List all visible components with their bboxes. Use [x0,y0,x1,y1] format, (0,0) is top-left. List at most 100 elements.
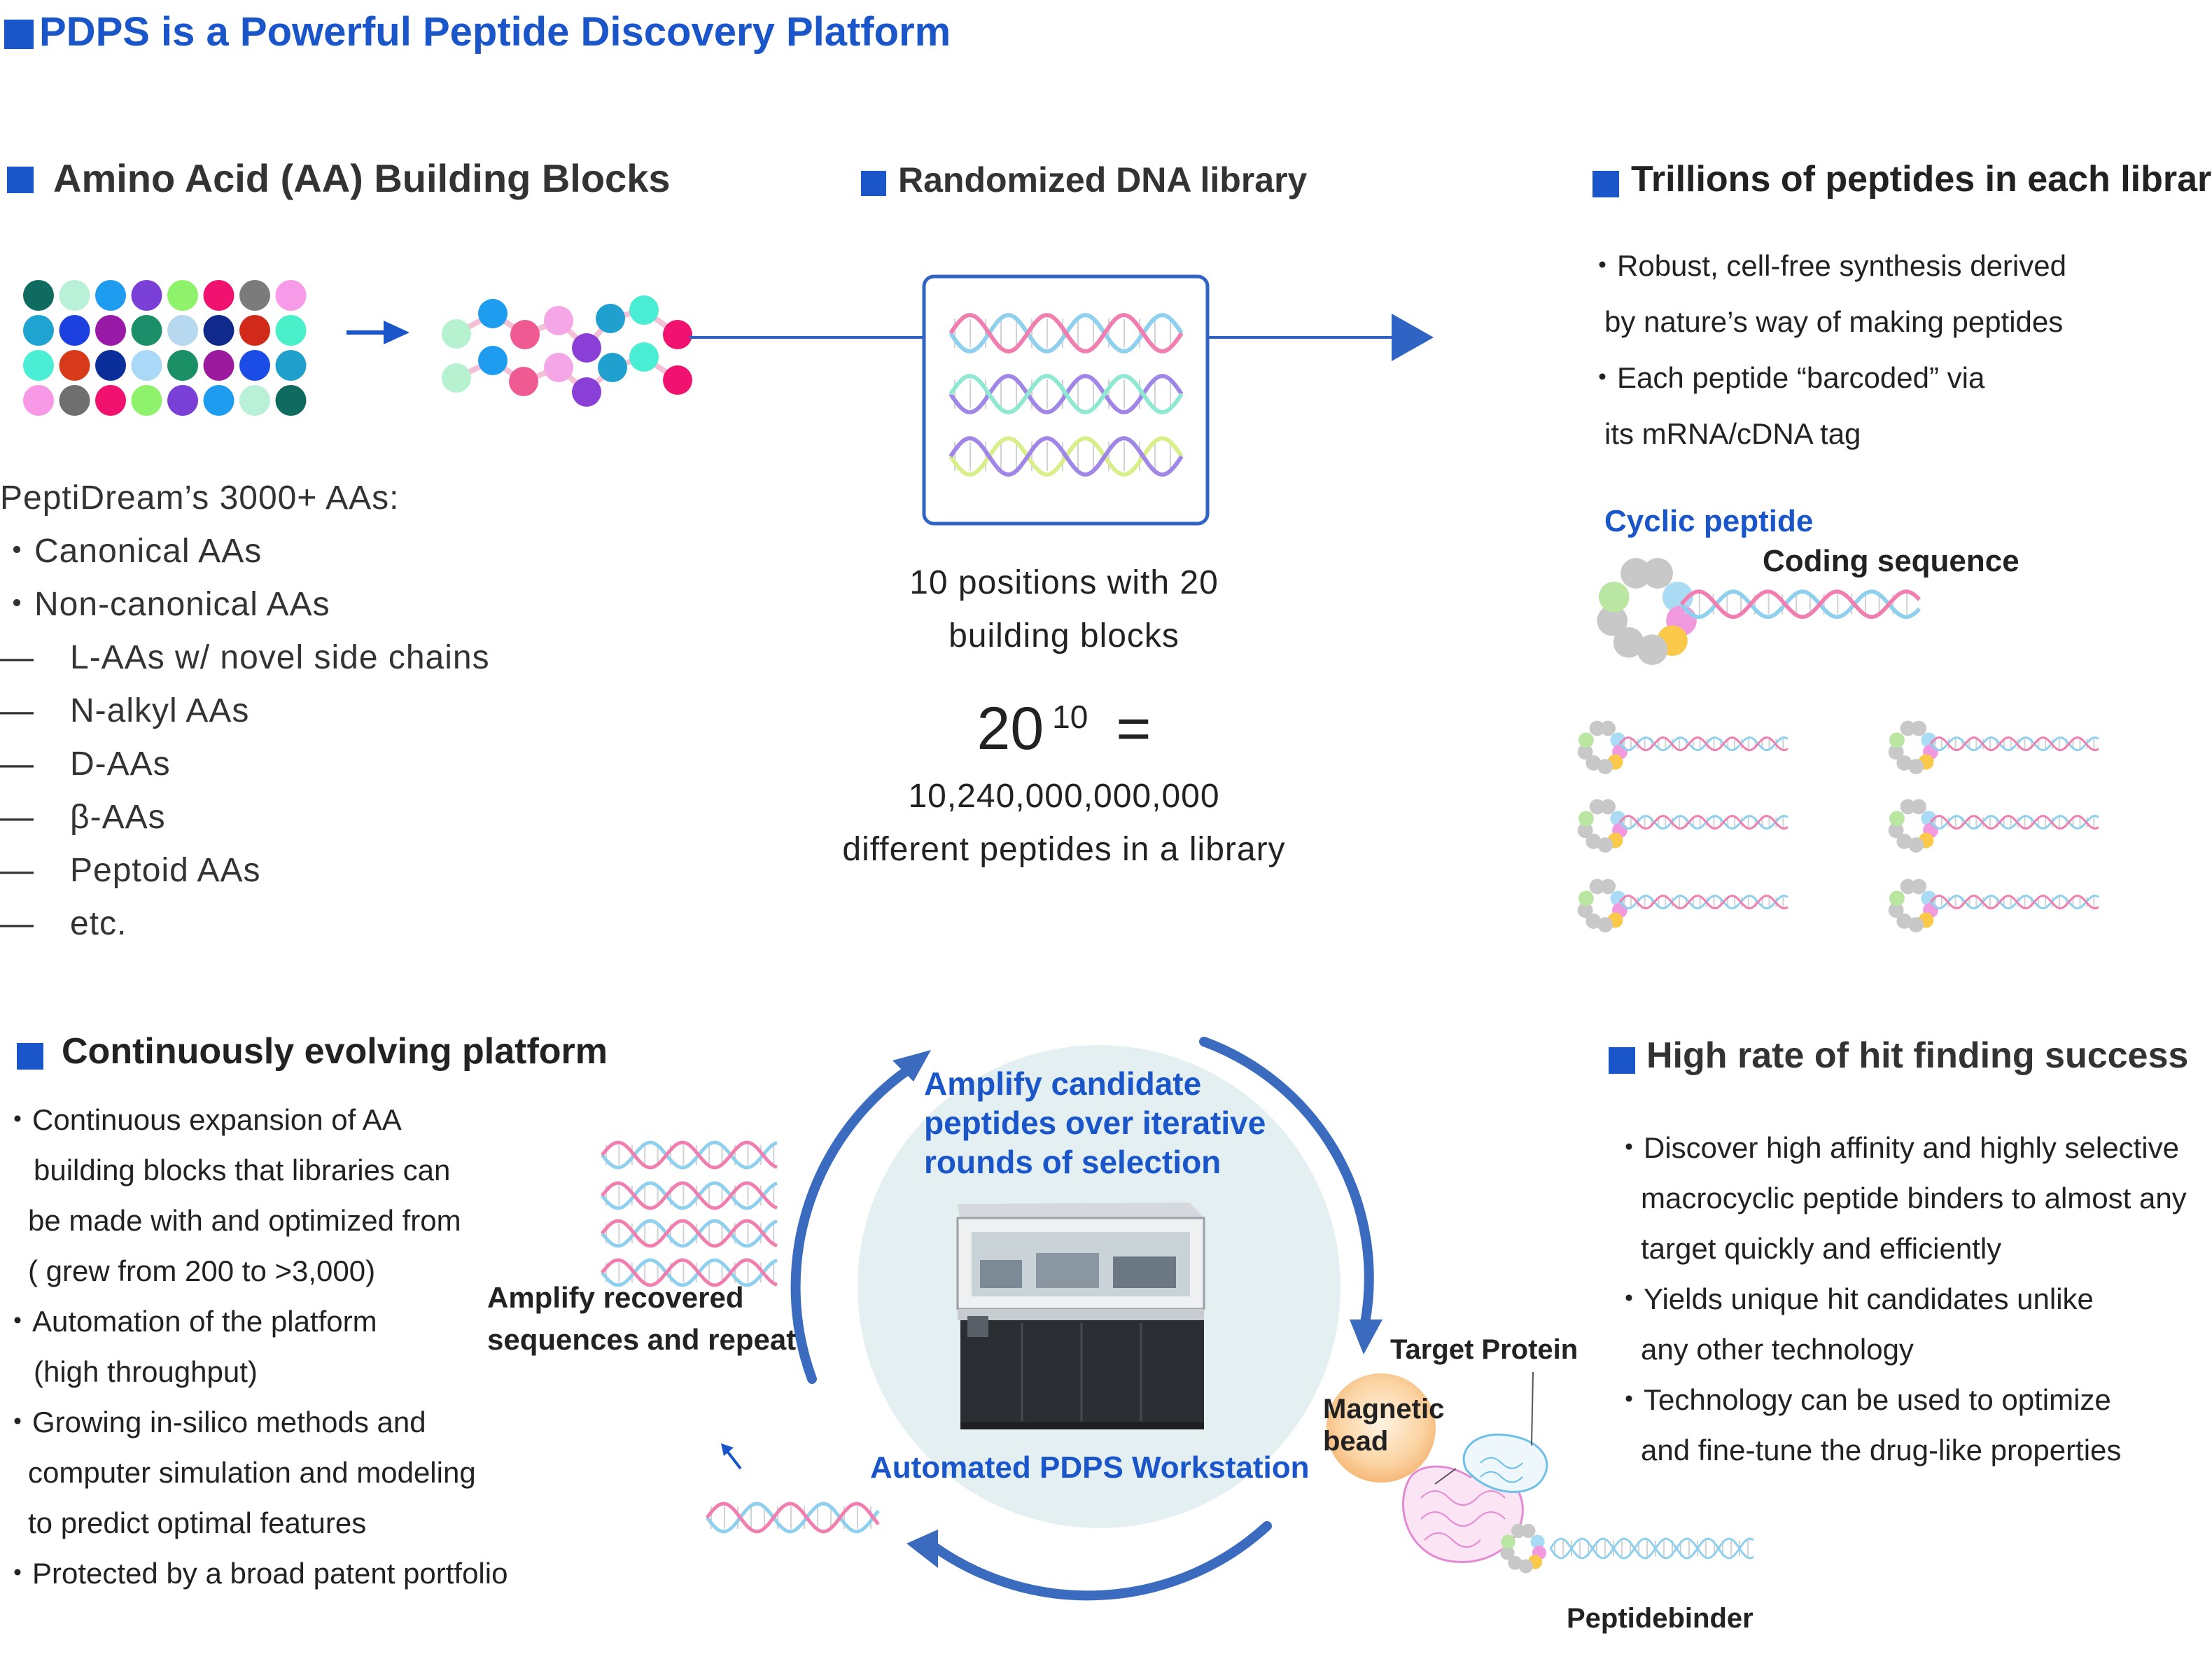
amino-acid-dot [23,385,54,416]
cyclic-residue [1637,634,1668,666]
peptide-binder-illustration [1500,1523,1754,1574]
amino-acid-dot [59,385,90,416]
amino-acid-dot [167,280,198,311]
cyclic-residue [1586,755,1602,771]
dna-strand [1618,894,1788,910]
amino-acid-dot [510,320,540,349]
aa-sub-item: —L-AAs w/ novel side chains [0,639,490,676]
cycle-arrowhead-right [1350,1320,1382,1354]
dna-strands [948,312,1184,477]
cyclic-residue [1597,917,1614,933]
dna-strand [601,1181,778,1210]
amino-acid-dot [239,315,270,346]
aa-intro: PeptiDream’s 3000+ AAs: [0,479,400,517]
cyclic-residue [1508,1555,1522,1570]
cyclic-residue [1908,917,1924,933]
cyclic-residue [1589,720,1605,736]
dna-helix [601,1140,778,1170]
cyclic-residue [1577,822,1593,839]
trillions-heading: Trillions of peptides in each library [1631,159,2212,200]
amino-acid-dot [23,315,54,346]
dna-strand [1929,894,2099,910]
dna-heading-square-icon [861,171,886,196]
amino-acid-dot [59,315,90,346]
trillions-heading-square-icon [1592,171,1619,197]
cyclic-residue [1610,890,1626,906]
dna-strand [948,373,1184,415]
amino-acid-dot [598,353,627,382]
cyclic-residue [1900,799,1916,815]
cyclic-residue [1900,720,1916,736]
cyclic-residue [1578,732,1594,748]
dna-strand [948,435,1184,477]
cyclic-residue [1600,720,1616,736]
dna-helix [1929,894,2099,910]
page-title: PDPS is a Powerful Peptide Discovery Pla… [0,8,951,55]
dna-total: 10,240,000,000,000 different peptides in… [842,778,1286,868]
amino-acid-dot [203,280,234,311]
cyclic-residue [1908,759,1924,775]
cyclic-residue [1889,732,1905,748]
title-square-icon [4,20,34,49]
cyclic-residue [1500,1546,1515,1560]
grid-to-peptide-arrow [346,321,410,344]
cyclic-residue [1578,890,1594,906]
amino-acid-dot [275,280,307,311]
hit-heading: High rate of hit finding success [1646,1035,2189,1076]
cyclic-residue [1577,902,1593,918]
cyclic-residue [1597,605,1628,636]
cyclic-residue [1521,1523,1536,1539]
amino-acid-dot [203,385,234,416]
cyclic-residue [1642,558,1674,589]
dna-strand [1929,736,2099,752]
amino-acid-dot [663,365,692,395]
dna-strand [1929,814,2099,830]
cyclic-residue [1888,822,1904,839]
amino-acid-dot [59,280,90,311]
dna-helix [1929,736,2099,752]
amino-acid-dot [275,315,307,346]
dna-helix [1549,1537,1754,1560]
cyclic-residue [1610,732,1626,748]
cyclic-residue [1511,1523,1526,1539]
dna-strand [1618,814,1788,830]
amplify-recovered-label: Amplify recovered sequences and repeat [487,1281,797,1356]
cyclic-residue [1620,558,1651,589]
amino-acid-dot [131,280,162,311]
amino-acid-dot [544,306,573,335]
dna-helix [1618,814,1788,830]
cyclic-residue [1896,913,1912,929]
dna-strand [706,1502,880,1534]
amino-acid-dot [239,350,270,381]
amino-acid-dot [131,385,162,416]
amino-acid-grid [23,280,307,416]
amino-acid-dot [23,350,54,381]
cyclic-residue [1600,878,1616,895]
amino-acid-dot [509,367,538,396]
amino-acid-dot [544,353,573,382]
aa-heading-square-icon [7,167,34,193]
amino-acid-dot [95,385,126,416]
amino-acid-dot [203,315,234,346]
peptide-chain-illustration [442,295,692,407]
amino-acid-dot [275,350,307,381]
library-flow-arrow [690,314,1434,361]
cyclic-residue [1911,878,1927,895]
dna-helix [948,312,1184,354]
dna-strand [601,1258,778,1287]
evolving-text: ・Continuous expansion of AA building blo… [3,1103,508,1590]
amino-acid-dot [59,350,90,381]
magnetic-bead [1326,1373,1436,1483]
selection-cycle-arrows [790,1037,1374,1601]
amplify-candidates-label: Amplify candidate peptides over iterativ… [924,1065,1266,1180]
evolving-heading-square-icon [17,1043,43,1070]
aa-heading: Amino Acid (AA) Building Blocks [53,156,671,200]
dna-helix [601,1258,778,1287]
small-up-arrow [721,1443,742,1470]
dna-strand [601,1140,778,1170]
magnetic-bead-label: Magnetic bead [1323,1394,1445,1457]
dna-helix [1929,814,2099,830]
cyclic-residue [1613,626,1644,658]
cyclic-residue [1610,811,1626,827]
amino-acid-dot [663,320,692,349]
